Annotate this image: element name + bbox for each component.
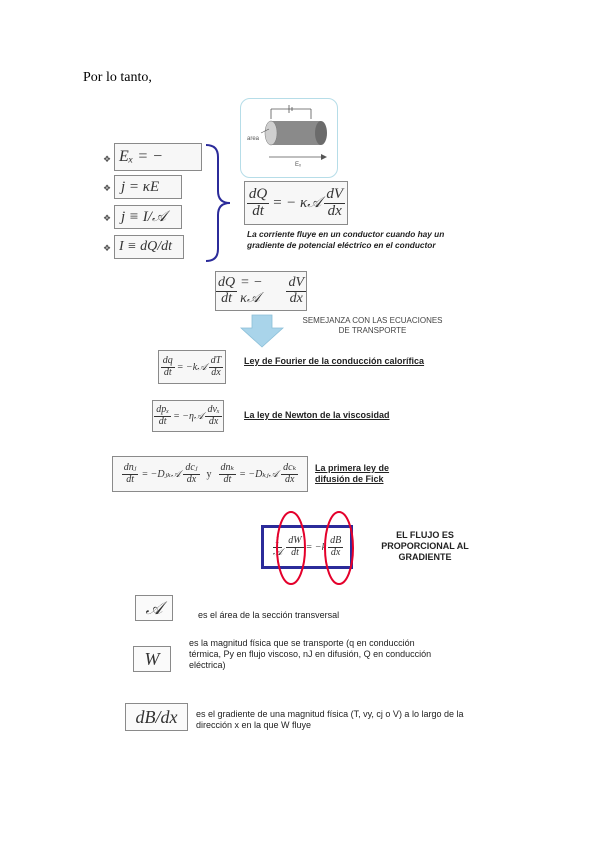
- def-gradient: es el gradiente de una magnitud física (…: [196, 709, 464, 730]
- flux-statement: EL FLUJO ES PROPORCIONAL AL GRADIENTE: [381, 530, 469, 562]
- bullet-icon: ❖: [103, 213, 112, 223]
- field-label: Eₓ: [295, 162, 301, 168]
- bullet-icon: ❖: [103, 183, 112, 193]
- bullet-eq-1: Eₓ = − dV/dx: [114, 143, 202, 191]
- def-w: es la magnitud física que se transporte …: [189, 638, 432, 670]
- newton-law-name: La ley de Newton de la viscosidad: [244, 410, 390, 420]
- symbol-area: 𝒜: [135, 595, 173, 621]
- down-arrow-icon: [240, 314, 284, 348]
- conductor-drawing: [260, 105, 327, 160]
- conductor-figure: area Eₓ: [240, 98, 338, 178]
- current-caption: La corriente fluye en un conductor cuand…: [247, 229, 445, 250]
- symbol-gradient: dB/dx: [125, 703, 188, 731]
- area-label: area: [247, 136, 260, 142]
- bullet-icon: ❖: [103, 154, 112, 164]
- fick-law-name: La primera ley de difusión de Fick: [315, 463, 390, 484]
- def-area: es el área de la sección transversal: [198, 610, 340, 620]
- bullet-eq-2: j = κE: [114, 175, 182, 199]
- highlight-circles: [276, 511, 354, 585]
- symbol-w: W: [133, 646, 171, 672]
- intro-text: Por lo tanto,: [83, 70, 152, 85]
- similarity-caption: SEMEJANZA CON LAS ECUACIONES DE TRANSPOR…: [302, 316, 443, 335]
- fourier-law-name: Ley de Fourier de la conducción calorífi…: [244, 356, 425, 366]
- bullet-icon: ❖: [103, 243, 112, 253]
- bullet-eq-3: j ≡ I/𝒜: [114, 205, 182, 229]
- bullet-eq-4: I ≡ dQ/dt: [114, 235, 184, 259]
- right-brace: [205, 144, 231, 262]
